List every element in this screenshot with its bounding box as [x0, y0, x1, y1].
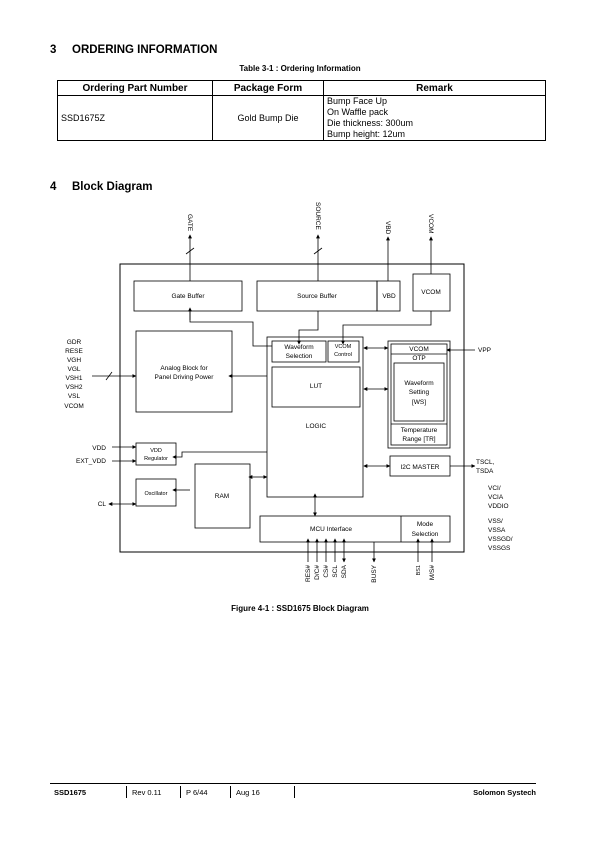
pin-power: VSS/ — [488, 518, 503, 525]
temperature-range-label: Temperature — [401, 427, 438, 434]
vdd-regulator-block — [135, 442, 177, 466]
pin-left: VGL — [67, 366, 80, 373]
pin-bottom: M/S# — [429, 565, 436, 581]
pin-power: VSSA — [488, 527, 506, 534]
pin-ext-vdd: EXT_VDD — [76, 458, 106, 465]
pin-vpp: VPP — [478, 347, 491, 354]
pin-power: VSSGD/ — [488, 536, 513, 543]
pin-cl: CL — [98, 501, 107, 508]
analog-label-line: Analog Block for — [160, 365, 208, 372]
lut-block — [271, 366, 361, 408]
analog-label-line: Panel Driving Power — [155, 374, 215, 381]
remark-line: Bump Face Up — [327, 96, 388, 106]
pin-power: VDDIO — [488, 503, 509, 510]
oscillator-block — [135, 478, 177, 507]
pin-power: VSSGS — [488, 545, 511, 552]
pin-left: VSL — [68, 393, 81, 400]
footer-rev: Rev 0.11 — [132, 788, 162, 797]
mcu-interface-block — [259, 515, 451, 543]
pin-left: VSH2 — [66, 384, 83, 391]
pin-bottom: SDA — [341, 564, 348, 578]
otp-label: OTP — [412, 355, 425, 362]
page-footer: SSD1675 Rev 0.11 P 6/44 Aug 16 Solomon S… — [50, 783, 536, 800]
gate-buffer-label: Gate Buffer — [171, 293, 205, 300]
section-title: Block Diagram — [72, 181, 153, 193]
vbd-label: VBD — [382, 293, 396, 300]
footer-date: Aug 16 — [236, 788, 260, 797]
section-title: ORDERING INFORMATION — [72, 44, 218, 56]
analog-block — [135, 330, 233, 413]
footer-chip: SSD1675 — [54, 788, 87, 797]
remark-line: Die thickness: 300um — [327, 118, 414, 128]
vdd-regulator-label: VDD — [150, 448, 162, 454]
otp-outer-block — [387, 340, 451, 449]
pin-gate: GATE — [186, 214, 193, 232]
pin-power: VCIA — [488, 494, 504, 501]
pin-vcom: VCOM — [427, 214, 434, 234]
oscillator-label: Oscillator — [145, 491, 168, 497]
figure-caption: Figure 4-1 : SSD1675 Block Diagram — [231, 604, 369, 613]
vcom-label: VCOM — [421, 289, 441, 296]
pin-left: GDR — [67, 339, 82, 346]
waveform-setting-label: Setting — [409, 389, 430, 396]
cell-remark: Bump Face Up On Waffle pack Die thicknes… — [323, 95, 546, 141]
waveform-setting-label: Waveform — [404, 380, 433, 387]
waveform-setting-label: [WS] — [412, 399, 426, 406]
i2c-master-label: I2C MASTER — [400, 464, 439, 471]
vbd-block — [376, 280, 401, 312]
vcom-block — [412, 273, 451, 312]
footer-page: P 6/44 — [186, 788, 208, 797]
temperature-range-label: Range [TR] — [402, 436, 435, 443]
pin-bottom: CS# — [323, 565, 330, 578]
pin-source: SOURCE — [314, 202, 321, 230]
pin-bottom: D/C# — [314, 565, 321, 580]
logic-block — [266, 336, 364, 498]
pin-bottom: RES# — [305, 565, 312, 582]
source-buffer-label: Source Buffer — [297, 293, 337, 300]
lut-label: LUT — [310, 383, 322, 390]
section-number: 4 — [50, 181, 57, 193]
vcom-control-label: Control — [334, 352, 352, 358]
pin-bottom: SCL — [332, 565, 339, 578]
pin-left: VSH1 — [66, 375, 83, 382]
vdd-regulator-label: Regulator — [144, 456, 168, 462]
pin-bottom: BS1 — [416, 565, 422, 575]
section-4-heading: 4 Block Diagram — [50, 181, 153, 193]
logic-label: LOGIC — [306, 423, 327, 430]
otp-inner-block — [390, 343, 448, 446]
waveform-selection-label: Selection — [286, 353, 313, 360]
pin-tscl: TSCL, — [476, 459, 495, 466]
table-row: SSD1675Z Gold Bump Die Bump Face Up On W… — [57, 95, 546, 141]
pin-vbd: VBD — [384, 221, 391, 235]
footer-company: Solomon Systech — [473, 788, 536, 797]
pin-bottom: BUSY — [371, 564, 378, 582]
chip-outline — [119, 263, 465, 553]
cell-part: SSD1675Z — [57, 95, 213, 141]
ram-label: RAM — [215, 493, 229, 500]
remark-line: On Waffle pack — [327, 107, 389, 117]
otp-vcom-label: VCOM — [409, 346, 429, 353]
ordering-table: Ordering Part Number Package Form Remark… — [57, 80, 546, 141]
vcom-control-label: VCOM — [335, 344, 352, 350]
pin-left: RESE — [65, 348, 83, 355]
pin-left: VCOM — [64, 403, 84, 410]
ram-block — [194, 463, 251, 529]
pin-left: VGH — [67, 357, 81, 364]
pin-tsda: TSDA — [476, 468, 494, 475]
pin-vdd: VDD — [92, 445, 106, 452]
section-3-heading: 3 ORDERING INFORMATION — [50, 44, 217, 56]
waveform-selection-label: Waveform — [284, 344, 313, 351]
mode-selection-label: Selection — [412, 531, 439, 538]
mcu-interface-label: MCU Interface — [310, 526, 352, 533]
waveform-setting-block — [393, 362, 445, 422]
remark-line: Bump height: 12um — [327, 129, 406, 139]
table-caption: Table 3-1 : Ordering Information — [239, 64, 361, 73]
mode-selection-label: Mode — [417, 521, 434, 528]
pin-power: VCI/ — [488, 485, 501, 492]
section-number: 3 — [50, 44, 57, 56]
